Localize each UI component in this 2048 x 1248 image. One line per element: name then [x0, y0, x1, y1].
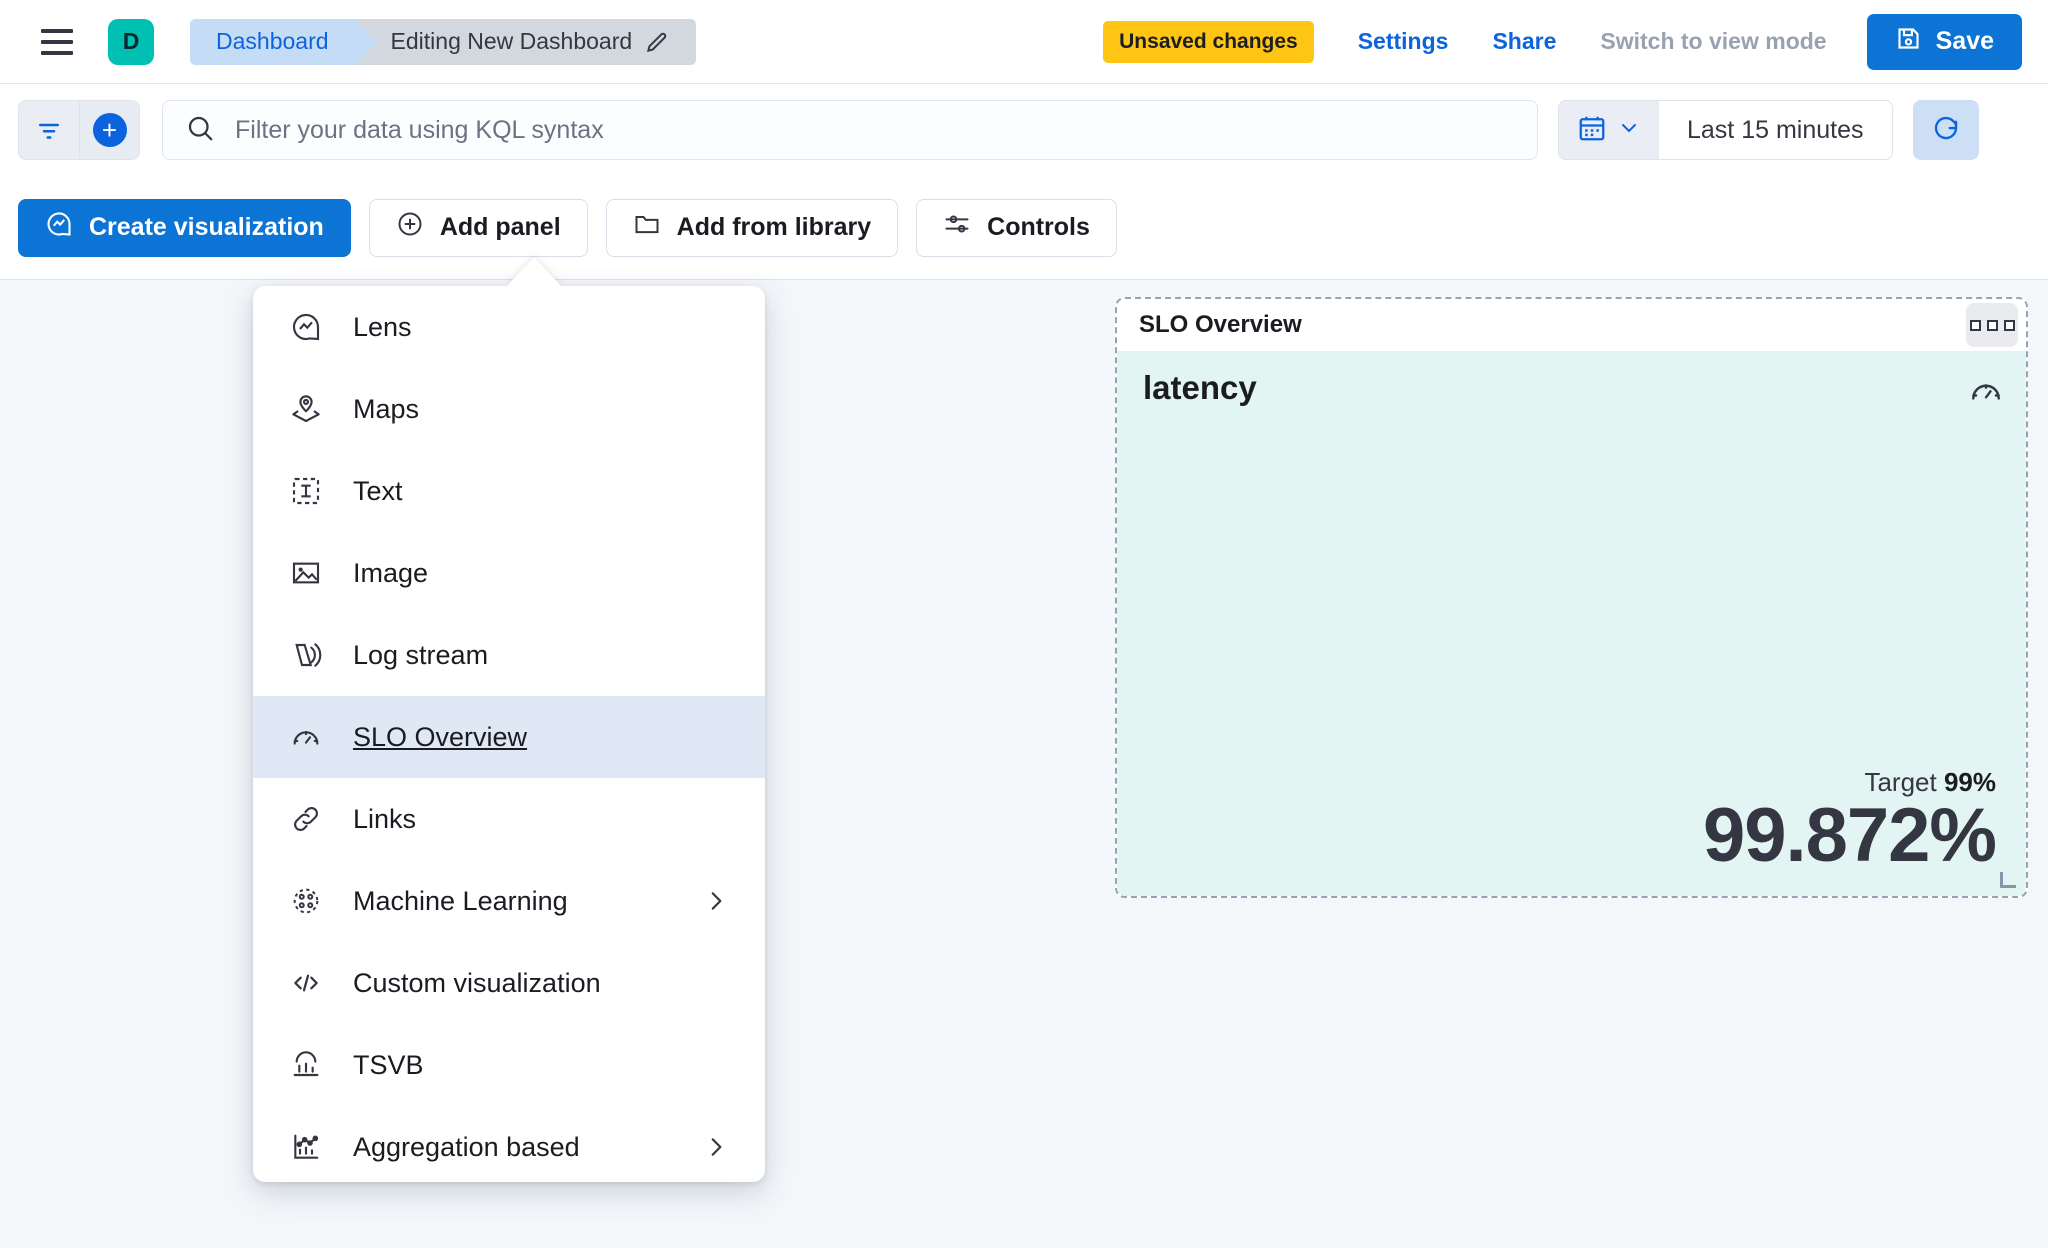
link-icon [289, 802, 323, 836]
popover-arrow [506, 257, 562, 287]
hamburger-icon[interactable] [34, 19, 80, 65]
aggregation-chart-icon [289, 1130, 323, 1164]
menu-item-label: Text [353, 475, 403, 506]
menu-item-tsvb[interactable]: TSVB [253, 1024, 765, 1106]
search-placeholder: Filter your data using KQL syntax [235, 115, 604, 144]
breadcrumb-dashboard-label: Dashboard [216, 28, 329, 54]
breadcrumb-dashboard[interactable]: Dashboard [190, 18, 377, 65]
controls-button[interactable]: Controls [916, 198, 1117, 257]
lens-icon [289, 310, 323, 344]
menu-item-custom-visualization[interactable]: Custom visualization [253, 942, 765, 1024]
add-from-library-label: Add from library [676, 213, 872, 241]
panel-title: SLO Overview [1139, 311, 1302, 338]
add-from-library-button[interactable]: Add from library [605, 198, 899, 257]
chevron-right-icon [703, 1134, 729, 1160]
menu-item-text[interactable]: Text [253, 450, 765, 532]
controls-label: Controls [987, 213, 1090, 241]
menu-item-label: Links [353, 803, 417, 834]
create-visualization-button[interactable]: Create visualization [18, 198, 351, 257]
menu-item-label: Image [353, 557, 429, 588]
panel-header: SLO Overview [1117, 299, 2026, 351]
code-icon [289, 966, 323, 1000]
menu-item-label: Maps [353, 393, 420, 424]
log-stream-icon [289, 638, 323, 672]
plus-circle-outline-icon [396, 210, 424, 245]
query-bar: + Filter your data using KQL syntax [0, 84, 2048, 176]
panel-resize-handle[interactable] [2000, 872, 2016, 888]
menu-item-links[interactable]: Links [253, 778, 765, 860]
grip-dots-icon[interactable] [1966, 303, 2018, 347]
menu-item-label: Custom visualization [353, 967, 601, 998]
gauge-icon [1968, 373, 2004, 414]
text-box-icon [289, 474, 323, 508]
switch-to-view-mode-link[interactable]: Switch to view mode [1600, 28, 1827, 54]
save-disk-icon [1895, 25, 1922, 59]
menu-item-label: Log stream [353, 639, 489, 670]
search-input[interactable]: Filter your data using KQL syntax [162, 100, 1538, 160]
filter-group: + [18, 100, 140, 160]
chevron-right-icon [703, 888, 729, 914]
breadcrumb-current-label: Editing New Dashboard [390, 28, 633, 54]
filter-icon[interactable] [19, 101, 79, 159]
image-icon [289, 556, 323, 590]
sliders-icon [943, 210, 971, 245]
breadcrumb: Dashboard Editing New Dashboard [190, 18, 697, 65]
menu-item-label: SLO Overview [353, 721, 528, 752]
gauge-icon [289, 720, 323, 754]
chevron-down-icon [1617, 116, 1641, 145]
header-actions: Unsaved changes Settings Share Switch to… [1103, 13, 2022, 70]
save-button[interactable]: Save [1866, 13, 2022, 70]
tsvb-chart-icon [289, 1048, 323, 1082]
search-icon [185, 113, 215, 148]
slo-name: latency [1143, 369, 1257, 406]
plus-circle-icon: + [92, 113, 127, 147]
refresh-button[interactable] [1912, 100, 1979, 160]
map-pin-layers-icon [289, 392, 323, 426]
machine-learning-icon [289, 884, 323, 918]
menu-item-label: Machine Learning [353, 885, 568, 916]
slo-target-value: 99% [1943, 767, 1996, 797]
lens-icon [45, 210, 73, 245]
menu-item-maps[interactable]: Maps [253, 368, 765, 450]
slo-target: Target 99% [1143, 767, 1996, 798]
refresh-icon [1931, 113, 1961, 148]
menu-item-aggregation-based[interactable]: Aggregation based [253, 1106, 765, 1182]
dashboard-panel-slo-overview[interactable]: SLO Overview latency Target 99% 99.872% [1115, 297, 2028, 898]
menu-item-label: Aggregation based [353, 1131, 580, 1162]
add-panel-label: Add panel [439, 213, 561, 241]
date-picker: Last 15 minutes [1558, 100, 1893, 160]
editor-toolbar: Create visualization Add panel Add from … [0, 176, 2048, 280]
settings-link[interactable]: Settings [1357, 28, 1449, 54]
menu-item-slo-overview[interactable]: SLO Overview [253, 696, 765, 778]
space-avatar[interactable]: D [108, 18, 154, 65]
slo-stats: Target 99% 99.872% [1143, 767, 2000, 874]
save-button-label: Save [1935, 27, 1994, 55]
add-filter-button[interactable]: + [79, 101, 139, 159]
slo-target-label: Target [1864, 767, 1937, 797]
menu-item-label: Lens [353, 311, 412, 342]
panel-body: latency Target 99% 99.872% [1117, 351, 2026, 896]
menu-item-label: TSVB [353, 1049, 424, 1080]
menu-item-machine-learning[interactable]: Machine Learning [253, 860, 765, 942]
menu-item-lens[interactable]: Lens [253, 286, 765, 368]
create-visualization-label: Create visualization [89, 213, 324, 241]
calendar-icon [1577, 113, 1607, 148]
share-link[interactable]: Share [1492, 28, 1557, 54]
folder-icon [633, 210, 661, 245]
menu-item-log-stream[interactable]: Log stream [253, 614, 765, 696]
date-quick-select-button[interactable] [1559, 101, 1659, 159]
breadcrumb-current[interactable]: Editing New Dashboard [354, 18, 697, 65]
unsaved-changes-badge[interactable]: Unsaved changes [1103, 20, 1314, 63]
slo-sli-value: 99.872% [1702, 793, 1997, 878]
add-panel-button[interactable]: Add panel [368, 198, 588, 257]
time-range-value[interactable]: Last 15 minutes [1687, 115, 1864, 144]
menu-item-image[interactable]: Image [253, 532, 765, 614]
pencil-icon[interactable] [644, 29, 670, 55]
top-header: D Dashboard Editing New Dashboard Unsave… [0, 0, 2048, 84]
